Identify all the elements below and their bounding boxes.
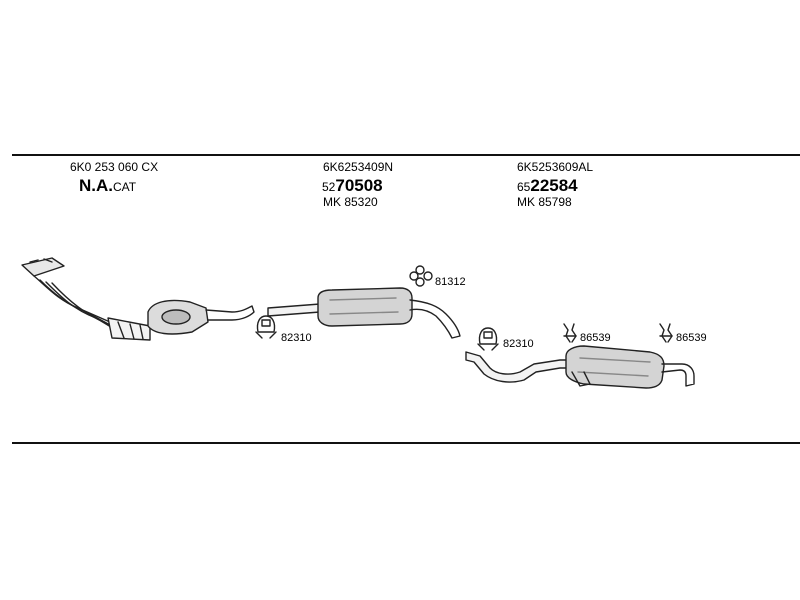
clamp-icon-2 (477, 327, 499, 351)
callout-clamp-2: 82310 (503, 338, 534, 350)
top-rule (12, 154, 800, 156)
middle-silencer-section (267, 287, 461, 339)
right-code-main: 22584 (530, 176, 578, 195)
rear-silencer-section (465, 345, 695, 389)
mid-code: 5270508 (322, 177, 383, 195)
callout-hanger-top: 81312 (435, 276, 466, 288)
right-part-number: 6K5253609AL (517, 160, 594, 174)
hanger-icon-top (409, 265, 433, 287)
mid-code-main: 70508 (335, 176, 383, 195)
bottom-rule (12, 442, 800, 444)
left-na-label: N.A. (79, 176, 113, 195)
left-cat-label: CAT (113, 180, 137, 194)
left-part-number: 6K0 253 060 CX (70, 160, 159, 174)
right-code-prefix: 65 (517, 180, 531, 194)
hanger-icon-2 (659, 323, 673, 343)
callout-clamp-1: 82310 (281, 332, 312, 344)
catalytic-converter (147, 299, 255, 335)
hanger-icon-1 (563, 323, 577, 343)
callout-hanger-1: 86539 (580, 332, 611, 344)
clamp-icon-1 (255, 315, 277, 339)
right-mk-number: MK 85798 (517, 195, 572, 209)
mid-code-prefix: 52 (322, 180, 336, 194)
right-code: 6522584 (517, 177, 578, 195)
mid-part-number: 6K6253409N (323, 160, 394, 174)
mid-mk-number: MK 85320 (323, 195, 378, 209)
callout-hanger-2: 86539 (676, 332, 707, 344)
front-pipe-manifold (21, 257, 151, 341)
left-na-cat: N.A.CAT (79, 177, 136, 195)
